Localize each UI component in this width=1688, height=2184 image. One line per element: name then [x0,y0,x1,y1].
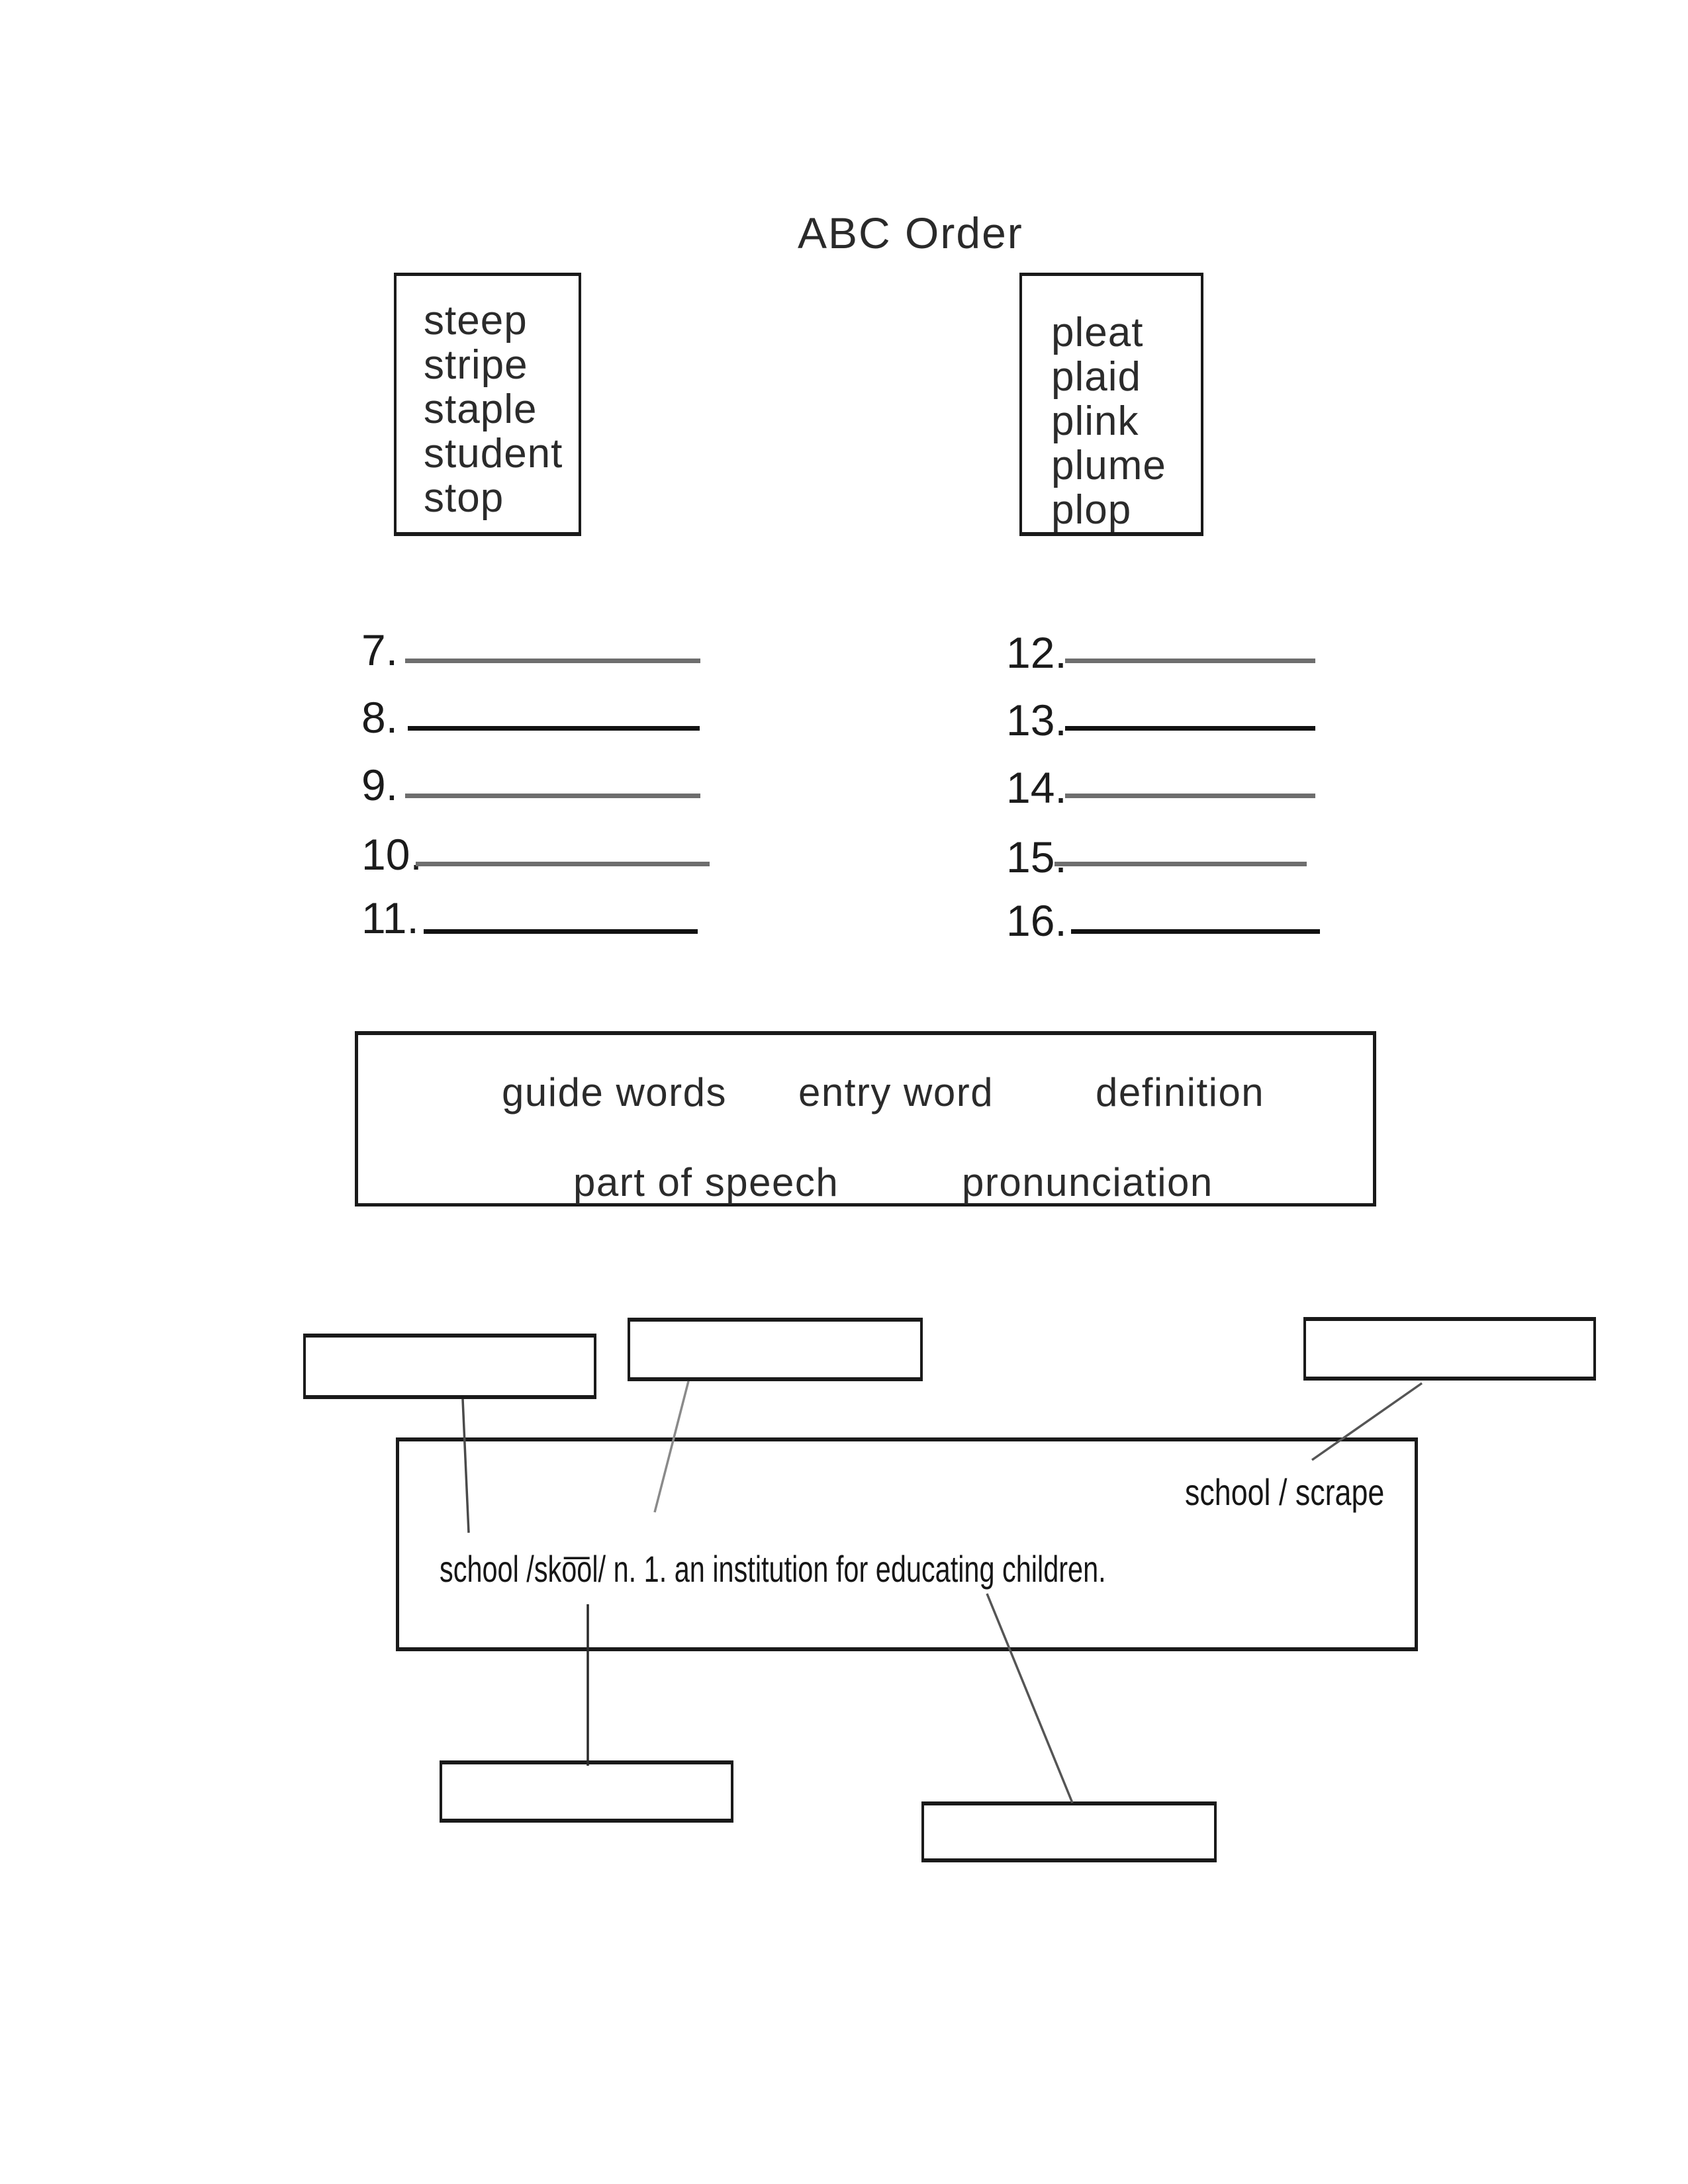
blank-number-13: 13. [1006,696,1067,745]
word-item: plink [1051,398,1139,444]
blank-number-10: 10. [361,830,422,879]
blank-number-14: 14. [1006,763,1067,812]
answer-blank-13[interactable] [1065,726,1315,731]
blank-number-12: 12. [1006,628,1067,677]
answer-blank-9[interactable] [405,794,700,798]
answer-blank-14[interactable] [1065,794,1315,798]
answer-blank-15[interactable] [1055,862,1307,866]
answer-blank-7[interactable] [405,659,700,663]
blank-number-16: 16. [1006,896,1067,945]
word-bank-item-pronunciation: pronunciation [962,1160,1213,1205]
word-list-box-right: pleat plaid plink plume plop [1019,273,1203,536]
label-box-top-right[interactable] [1303,1317,1596,1381]
answer-blank-12[interactable] [1065,659,1315,663]
word-bank-box [355,1031,1376,1206]
blank-number-15: 15. [1006,833,1067,882]
label-box-top-middle[interactable] [628,1318,923,1381]
word-bank-item-entry-word: entry word [798,1070,994,1115]
page-title: ABC Order [798,208,1023,257]
word-item: stripe [424,342,528,388]
word-bank-item-definition: definition [1096,1070,1265,1115]
word-item: pleat [1051,310,1144,355]
answer-blank-11[interactable] [424,929,698,934]
entry-line-text: school /sko͞ol/ n. 1. an institution for… [440,1548,1106,1590]
blank-number-9: 9. [361,760,399,809]
word-bank-item-guide-words: guide words [502,1070,727,1115]
word-item: plume [1051,443,1166,488]
word-item: stop [424,475,504,521]
answer-blank-16[interactable] [1071,929,1320,934]
dictionary-entry-panel [396,1437,1418,1651]
blank-number-8: 8. [361,693,399,742]
word-item: student [424,431,563,477]
word-item: steep [424,298,528,343]
label-box-bottom-left[interactable] [440,1760,733,1823]
blank-number-7: 7. [361,625,399,674]
word-item: staple [424,387,538,432]
answer-blank-8[interactable] [408,726,700,731]
label-box-top-left[interactable] [303,1334,596,1399]
word-bank-item-part-of-speech: part of speech [573,1160,839,1205]
blank-number-11: 11. [361,893,419,942]
label-box-bottom-right[interactable] [921,1801,1217,1862]
word-item: plop [1051,487,1132,533]
guide-words-text: school / scrape [1185,1471,1385,1513]
word-item: plaid [1051,354,1141,400]
word-list-box-left: steep stripe staple student stop [394,273,581,536]
answer-blank-10[interactable] [416,862,710,866]
